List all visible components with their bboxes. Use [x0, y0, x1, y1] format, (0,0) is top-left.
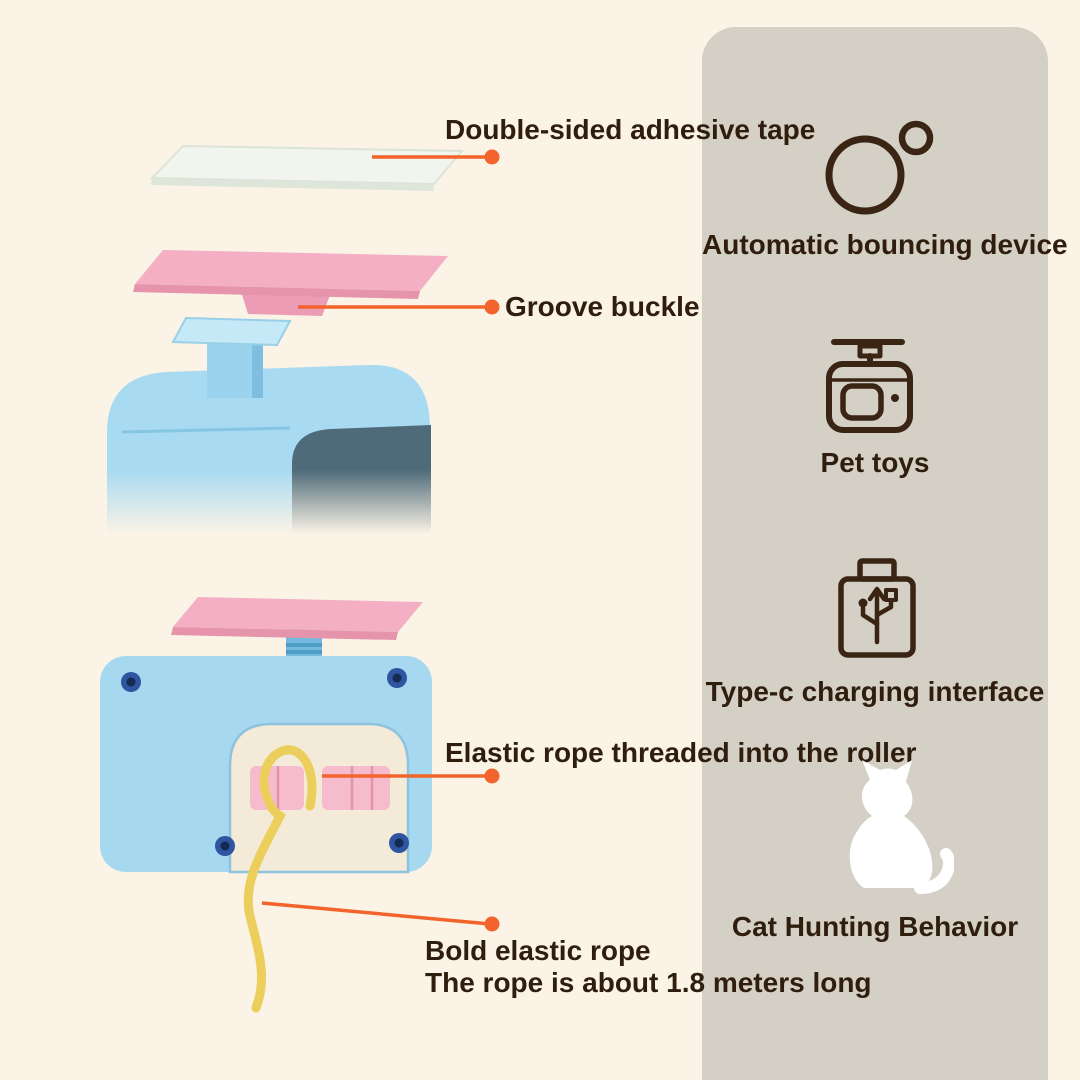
elastic-rope: [243, 745, 317, 1013]
feature-label-pet-toys: Pet toys: [820, 447, 930, 478]
device-lower-assembly: [100, 597, 432, 1013]
buckle-edge: [133, 284, 420, 299]
callout-dots: [484, 149, 500, 932]
type-c-icon: [838, 558, 916, 658]
callout-connectors: [261, 155, 491, 926]
callout-line-bold-rope: [261, 901, 491, 926]
callout-dot: [484, 916, 500, 932]
feature-label-type-c: Type-c charging interface: [705, 676, 1045, 707]
feature-panel: [702, 27, 1048, 1080]
mount-cap: [171, 316, 292, 347]
mount-column-shade: [252, 336, 263, 398]
tape-top-face: [149, 144, 465, 186]
callout-adhesive-tape: Double-sided adhesive tape: [445, 114, 816, 145]
feature-label-bouncing-device: Automatic bouncing device: [702, 229, 1068, 260]
lower-plate-top-face: [173, 597, 423, 632]
groove-buckle-plate: [133, 250, 448, 316]
fade-overlay: [95, 470, 440, 545]
lower-plate-edge: [171, 627, 398, 640]
screw: [215, 836, 235, 856]
screw: [387, 668, 407, 688]
callout-bold-rope-subtitle: The rope is about 1.8 meters long: [425, 967, 872, 999]
callout-dot: [484, 299, 500, 315]
adhesive-tape-plate: [149, 144, 465, 191]
bouncing-device-icon: [825, 120, 934, 215]
tape-edge: [151, 178, 434, 191]
callout-bold-rope-title: Bold elastic rope: [425, 935, 651, 966]
upper-body-seam: [121, 426, 291, 434]
buckle-top-face: [135, 250, 448, 291]
exploded-product-diagram: [95, 144, 500, 1013]
feature-label-cat-hunting: Cat Hunting Behavior: [731, 911, 1019, 942]
cat-hunting-icon: [849, 760, 954, 894]
pet-toys-icon: [826, 339, 913, 433]
callout-rope-roller: Elastic rope threaded into the roller: [445, 737, 917, 768]
callout-dot: [484, 768, 500, 784]
callout-dot: [484, 149, 500, 165]
callout-groove-buckle: Groove buckle: [505, 291, 700, 322]
device-upper-body: [95, 316, 440, 545]
callout-bold-rope: Bold elastic rope The rope is about 1.8 …: [425, 935, 872, 1000]
screw: [389, 833, 409, 853]
screw: [121, 672, 141, 692]
